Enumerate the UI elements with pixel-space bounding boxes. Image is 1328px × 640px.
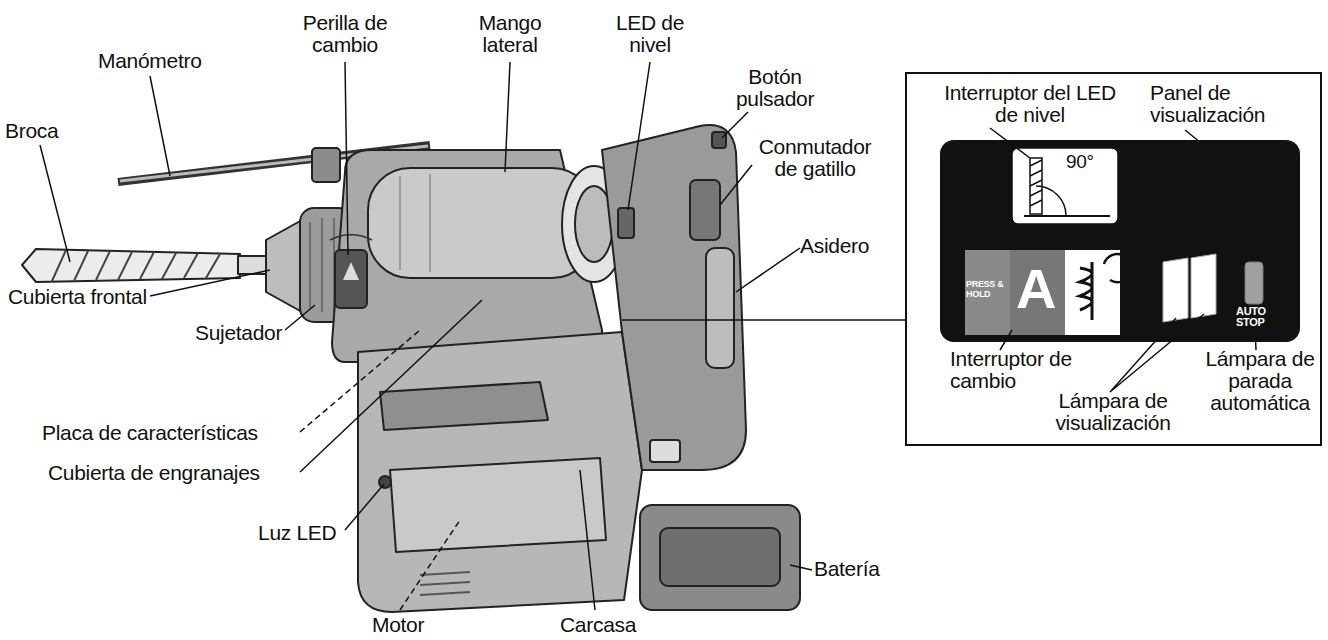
node-text: 90° bbox=[1066, 152, 1094, 172]
shift-knob bbox=[335, 250, 367, 308]
battery bbox=[640, 505, 800, 610]
gauge-clamp bbox=[312, 148, 340, 182]
part-label: Cubierta frontal bbox=[8, 286, 147, 308]
leader-line bbox=[345, 484, 384, 530]
display-panel-inset: Interruptor del LED de nivel Panel de vis… bbox=[905, 72, 1322, 446]
mode-a-box bbox=[1010, 250, 1065, 335]
part-label: Motor bbox=[372, 614, 424, 636]
leader-line bbox=[285, 305, 315, 330]
part-label: Placa de características bbox=[42, 422, 258, 444]
leader-line bbox=[300, 300, 482, 472]
part-label: Sujetador bbox=[195, 322, 282, 344]
bit-flutes bbox=[52, 250, 220, 281]
part-label: Perilla de cambio bbox=[288, 12, 402, 56]
part-label: Asidero bbox=[800, 235, 869, 257]
leader-line bbox=[628, 62, 650, 210]
leader-line bbox=[720, 165, 752, 205]
leader-line bbox=[1185, 130, 1200, 142]
part-label: Cubierta de engranajes bbox=[48, 462, 260, 484]
push-button bbox=[712, 132, 726, 148]
level-icon-bit bbox=[1030, 158, 1042, 214]
node-text: Interruptor del LED de nivel bbox=[940, 82, 1120, 126]
housing-band bbox=[380, 382, 548, 430]
part-label: Batería bbox=[814, 558, 880, 580]
leader-line bbox=[150, 270, 270, 296]
drill-mode-icon bbox=[1080, 262, 1092, 320]
gear-housing bbox=[332, 150, 602, 362]
side-handle-ribs bbox=[400, 174, 430, 272]
node-text: Panel de visualización bbox=[1150, 82, 1290, 126]
press-hold-band bbox=[965, 250, 1010, 335]
part-label: Broca bbox=[5, 120, 58, 142]
part-label: Carcasa bbox=[560, 614, 636, 636]
node-text: PRESS & HOLD bbox=[966, 280, 1006, 300]
leader-line bbox=[40, 145, 70, 262]
mode-drill-box bbox=[1065, 250, 1120, 335]
housing-panel bbox=[390, 458, 606, 552]
leader-line bbox=[990, 128, 1030, 158]
level-icon-ground bbox=[1024, 215, 1110, 217]
leader-line bbox=[1254, 305, 1256, 350]
node-text: Interruptor de cambio bbox=[950, 348, 1098, 392]
rear-handle bbox=[602, 125, 746, 470]
display-lamp bbox=[1163, 258, 1188, 322]
leader-line bbox=[580, 470, 595, 610]
leader-line bbox=[722, 112, 748, 138]
node-text: A bbox=[1016, 260, 1056, 319]
front-cover bbox=[266, 220, 302, 312]
leader-line bbox=[790, 565, 812, 570]
part-label: LED de nivel bbox=[602, 12, 698, 56]
node-text: Lámpara de visualización bbox=[1035, 390, 1191, 434]
side-handle bbox=[368, 168, 594, 278]
grip-insert bbox=[706, 248, 734, 368]
rotation-arrow bbox=[1104, 254, 1131, 282]
leader-line-hidden bbox=[400, 520, 460, 610]
level-icon-arc bbox=[1036, 186, 1066, 216]
leader-line bbox=[150, 76, 170, 176]
level-icon-flutes bbox=[1030, 160, 1042, 206]
part-label: Manómetro bbox=[98, 50, 202, 72]
inset-connector bbox=[622, 319, 905, 321]
vents bbox=[420, 572, 470, 595]
node-text: Lámpara de parada automática bbox=[1203, 348, 1317, 414]
knob-arrow bbox=[343, 262, 359, 280]
led-light bbox=[379, 476, 391, 488]
knob-scale bbox=[330, 235, 372, 240]
part-label: Conmutador de gatillo bbox=[748, 136, 882, 180]
drill-bit bbox=[22, 249, 240, 282]
part-label: Botón pulsador bbox=[722, 66, 828, 110]
battery-face bbox=[660, 528, 780, 586]
part-label: Luz LED bbox=[258, 522, 336, 544]
trigger bbox=[690, 180, 720, 240]
chuck-grip bbox=[310, 218, 334, 312]
auto-stop-lamp bbox=[1245, 262, 1263, 304]
leader-line bbox=[345, 62, 348, 255]
leader-line bbox=[505, 62, 510, 172]
leader-line bbox=[1000, 330, 1012, 350]
leader-line-hidden bbox=[300, 330, 420, 432]
motor-housing bbox=[358, 332, 642, 612]
node-text: AUTO STOP bbox=[1236, 306, 1274, 328]
level-icon-box bbox=[1012, 148, 1118, 224]
display-lamp bbox=[1191, 254, 1216, 318]
level-led bbox=[618, 208, 634, 238]
display-panel: 90° PRESS & HOLD A AUTO STOP bbox=[940, 140, 1300, 342]
part-label: Mango lateral bbox=[462, 12, 558, 56]
battery-latch bbox=[650, 440, 680, 462]
leader-line bbox=[1110, 314, 1204, 392]
leader-line bbox=[736, 248, 800, 292]
